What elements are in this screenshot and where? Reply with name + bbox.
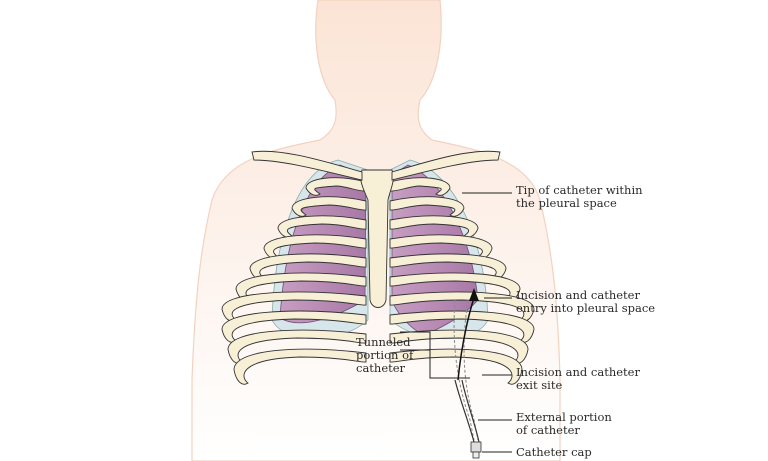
sternum: [360, 169, 394, 308]
left-rib: [291, 196, 367, 217]
ribcage: [221, 177, 535, 385]
arrow-icon: [469, 288, 479, 301]
catheter-cap-shape: [470, 441, 482, 453]
right-rib: [389, 177, 451, 196]
left-rib: [305, 177, 367, 196]
left-clavicle: [251, 150, 363, 181]
label-catheter-cap: Catheter cap: [516, 445, 592, 459]
right-rib: [389, 348, 523, 385]
leader-lines: [400, 192, 512, 453]
catheter: [453, 288, 482, 459]
right-rib: [389, 196, 465, 217]
right-clavicle: [391, 150, 501, 181]
left-rib: [233, 348, 367, 385]
